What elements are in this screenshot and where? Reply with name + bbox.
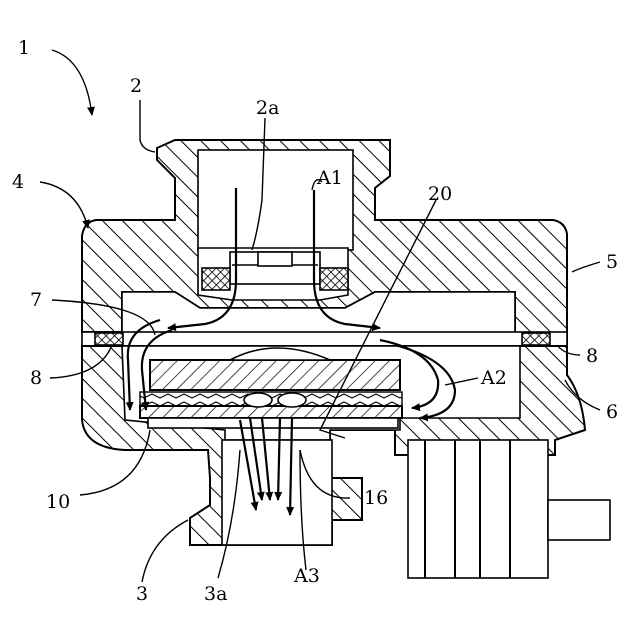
connector-pin	[548, 500, 610, 540]
outlet-bore	[222, 440, 332, 545]
label-8-right: 8	[586, 345, 598, 367]
label-3: 3	[136, 583, 148, 605]
label-16: 16	[364, 487, 388, 509]
label-3a: 3a	[204, 583, 227, 605]
filter-layer	[140, 406, 402, 418]
sensor-base	[150, 360, 400, 390]
label-4: 4	[12, 171, 24, 193]
label-20: 20	[428, 183, 452, 205]
label-2a: 2a	[256, 97, 279, 119]
gasket-right	[522, 333, 550, 345]
label-7: 7	[30, 289, 42, 311]
inlet-bore	[198, 150, 353, 250]
label-5: 5	[606, 251, 618, 273]
gasket-left	[95, 333, 123, 345]
label-A3: A3	[293, 565, 320, 587]
label-10: 10	[46, 491, 70, 513]
connector-housing	[408, 440, 548, 578]
label-A2: A2	[480, 367, 507, 389]
label-6: 6	[606, 401, 618, 423]
seal-ring-right	[320, 268, 348, 290]
bottom-mesh	[148, 418, 398, 428]
label-1: 1	[18, 37, 30, 59]
seal-ring-left	[202, 268, 230, 290]
label-A1: A1	[316, 167, 343, 189]
label-2: 2	[130, 75, 142, 97]
label-8-left: 8	[30, 367, 42, 389]
